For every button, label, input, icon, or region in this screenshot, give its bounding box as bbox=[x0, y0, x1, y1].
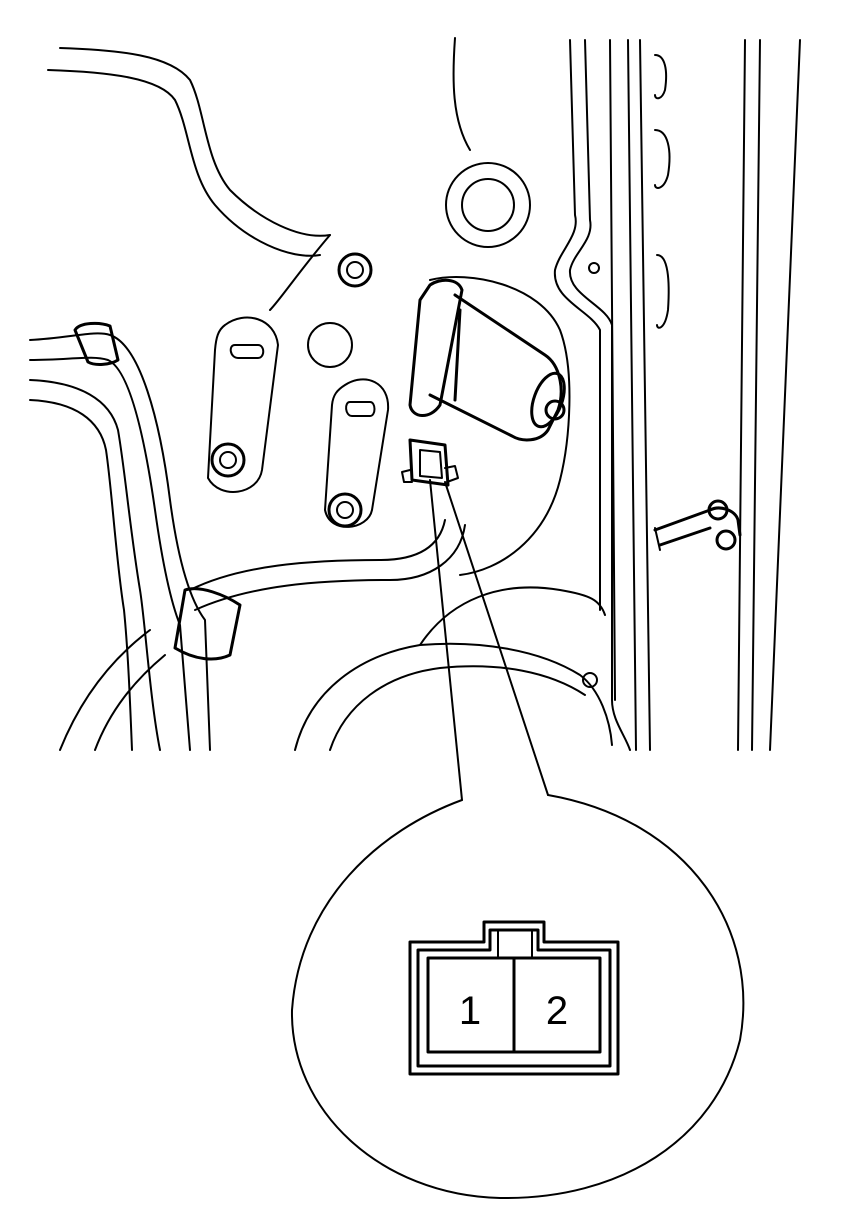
regulator-mount-plates bbox=[207, 316, 390, 528]
bolt-icon bbox=[327, 492, 363, 528]
window-motor bbox=[401, 276, 571, 576]
pin-2-label: 2 bbox=[546, 989, 568, 1033]
door-panel-outline bbox=[47, 37, 801, 751]
bolt-icon bbox=[337, 252, 373, 288]
bolt-icon bbox=[210, 442, 246, 478]
link-rod bbox=[653, 499, 742, 551]
connector-face: 1 2 bbox=[408, 920, 620, 1076]
pin-1-label: 1 bbox=[459, 989, 481, 1033]
callout-magnifier-circle bbox=[290, 794, 745, 1200]
mounting-bolts bbox=[210, 252, 373, 528]
callout-leader bbox=[429, 479, 549, 801]
wiring-harness bbox=[29, 321, 466, 751]
